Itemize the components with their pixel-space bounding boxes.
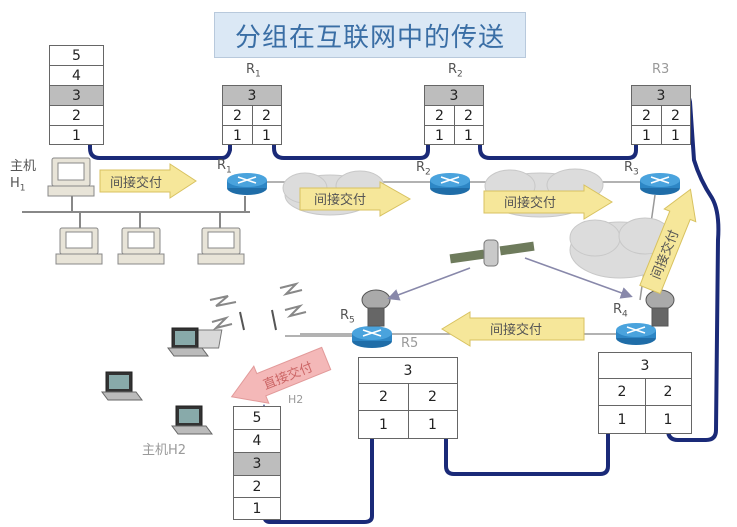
indirect-arrow-r1: 间接交付 (299, 181, 412, 217)
router-r5-stack: 3 2 2 1 1 (358, 357, 458, 439)
router-mid-label-r5: R5 (340, 308, 355, 326)
router-mid-label-r1: R1 (217, 158, 232, 176)
indirect-arrow-label: 间接交付 (504, 195, 556, 211)
indirect-arrow-label: 间接交付 (110, 175, 162, 191)
router-r1-icon (227, 173, 267, 195)
wireless-signal-1 (209, 295, 237, 307)
wireless-signal-3 (284, 304, 307, 318)
laptop-2 (101, 371, 143, 401)
router-top-label-r3: R3 (652, 62, 670, 77)
router-mid-label-r2: R2 (416, 160, 431, 178)
router-r4-stack: 3 2 2 1 1 (598, 352, 692, 434)
wireless-signal-4 (211, 315, 233, 330)
router-r3-icon (640, 173, 680, 195)
indirect-arrow-r4: 间接交付 (441, 311, 585, 347)
layer-1: 1 (72, 127, 81, 144)
indirect-arrow-label: 间接交付 (490, 322, 542, 338)
satellite-icon (449, 239, 535, 267)
router-r2-icon (430, 173, 470, 195)
router-r4-icon (616, 323, 656, 345)
lan-computer-1 (55, 227, 103, 265)
wireless-signal-2 (279, 282, 303, 296)
indirect-arrow-h1: 间接交付 (99, 163, 197, 199)
router-r5-icon (352, 326, 392, 348)
page-title: 分组在互联网中的传送 (214, 12, 526, 58)
laptop-1 (167, 327, 209, 357)
host-h1-label: 主机 H1 (10, 159, 37, 194)
router-r1-stack: 3 2 2 1 1 (222, 85, 282, 145)
router-top-label-r2: R2 (448, 62, 463, 80)
router-top-label-r1: R1 (246, 62, 261, 80)
direct-arrow: 直接交付 (230, 346, 332, 404)
router-r3-stack: 3 2 2 1 1 (631, 85, 691, 145)
lan-computer-2 (117, 227, 165, 265)
layer-5: 5 (50, 46, 103, 66)
host-h2-stack-label: H2 (288, 393, 304, 406)
layer-4: 4 (50, 66, 103, 86)
cloud-3 (569, 217, 672, 279)
satellite-dish-r4 (645, 289, 675, 327)
router-mid-label-r4: R4 (613, 302, 628, 320)
host-h1-computer (47, 157, 95, 197)
host-h2-label: 主机H2 (142, 443, 187, 458)
host-h2-stack: 5 4 3 2 1 (233, 406, 281, 520)
indirect-arrow-label: 间接交付 (314, 192, 366, 208)
host-h1-stack: 5 4 3 2 1 (49, 45, 104, 145)
satellite-dish-r5 (361, 289, 391, 327)
router-r5-label: R5 (401, 336, 419, 351)
laptop-h2 (171, 405, 213, 435)
layer-2: 2 (50, 106, 103, 126)
indirect-arrow-r2: 间接交付 (483, 184, 613, 220)
layer-3: 3 (50, 86, 103, 106)
lan-computer-3 (197, 227, 245, 265)
router-r2-stack: 3 2 2 1 1 (424, 85, 484, 145)
router-mid-label-r3: R3 (624, 160, 639, 178)
